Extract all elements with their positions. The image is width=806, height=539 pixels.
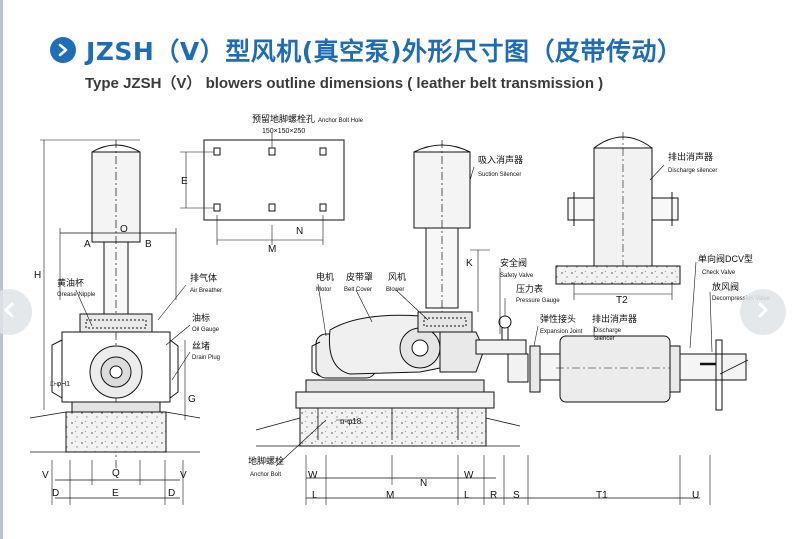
motor-en-label: Motor <box>316 287 331 293</box>
blower-cn-label: 风机 <box>388 271 406 282</box>
dim-n: N <box>420 478 427 489</box>
suction-silencer-cn-label: 吸入消声器 <box>478 154 523 165</box>
check-valve-cn-label: 单向阀DCV型 <box>698 253 753 264</box>
dimension-labels: A B O E M N K H G □-φH1 V V Q D D E W W … <box>34 176 699 501</box>
safety-valve-cn-label: 安全阀 <box>500 257 527 268</box>
anchor-bolt-en-label: Anchor Bolt <box>250 472 281 478</box>
dim-l-left: L <box>312 490 318 501</box>
discharge-piping <box>475 261 749 411</box>
anchor-hole-en-label: Anchor Bolt Hole <box>318 118 364 124</box>
dim-d-left: D <box>52 488 59 499</box>
expansion-joint-cn-label: 弹性接头 <box>540 313 576 324</box>
dim-n-plan: N <box>296 226 303 237</box>
dim-w-left: W <box>308 470 318 481</box>
dim-q: Q <box>112 468 120 479</box>
dim-t1: T1 <box>596 490 608 501</box>
dim-g: G <box>188 394 196 405</box>
decompression-cn-label: 放风阀 <box>712 281 739 292</box>
chevron-right-circle-icon <box>50 37 76 63</box>
dim-k: K <box>466 258 473 269</box>
discharge-silencer-en-label: Discharge silencer <box>668 168 717 174</box>
side-view <box>29 139 201 505</box>
discharge-silencer2-en2-label: silencer <box>594 336 615 342</box>
dim-phi-d1: □-φH1 <box>50 381 70 388</box>
chevron-right-icon <box>754 301 772 324</box>
belt-cover-en-label: Belt Cover <box>344 287 372 293</box>
grease-en-label: Grease Nipple <box>57 292 96 298</box>
discharge-silencer-view <box>555 132 681 300</box>
decompression-en-label: Decompression Valve <box>712 296 771 302</box>
belt-cover-cn-label: 皮带罩 <box>346 271 373 282</box>
oil-gauge-cn-label: 油标 <box>192 312 210 323</box>
front-view <box>255 140 711 505</box>
dim-l-right: L <box>464 490 470 501</box>
dim-b: B <box>145 239 152 250</box>
air-breather-cn-label: 排气体 <box>190 272 217 283</box>
dim-e: E <box>181 176 188 187</box>
dim-u: U <box>692 490 699 501</box>
page-header: JZSH（V）型风机(真空泵)外形尺寸图（皮带传动） <box>50 30 683 70</box>
grease-cn-label: 黄油杯 <box>57 277 84 288</box>
motor-cn-label: 电机 <box>316 271 334 282</box>
drain-plug-cn-label: 丝堵 <box>192 340 210 351</box>
dim-m-plan: M <box>268 244 276 255</box>
dim-e-bottom: E <box>112 488 119 499</box>
dim-d-right: D <box>168 488 175 499</box>
drain-plug-en-label: Drain Plug <box>192 355 220 361</box>
dim-n-phi: n-φ18 <box>340 417 362 426</box>
anchor-hole-cn-label: 预留地脚螺栓孔 <box>252 113 315 124</box>
page-subtitle: Type JZSH（V） blowers outline dimensions … <box>85 75 604 92</box>
discharge-silencer2-en1-label: Discharge <box>594 328 622 334</box>
dim-o: O <box>120 224 128 235</box>
page-title: JZSH（V）型风机(真空泵)外形尺寸图（皮带传动） <box>86 37 683 66</box>
discharge-silencer-cn-label: 排出消声器 <box>668 151 713 162</box>
dim-t2: T2 <box>616 295 628 306</box>
suction-silencer-en-label: Suction Silencer <box>478 172 521 178</box>
dim-h: H <box>34 270 41 281</box>
dim-a: A <box>84 239 91 250</box>
dim-v-left: V <box>42 470 49 481</box>
dim-r: R <box>490 490 497 501</box>
safety-valve-en-label: Safety Valve <box>500 273 534 279</box>
foundation-plan <box>180 133 345 245</box>
discharge-silencer2-cn-label: 排出消声器 <box>592 313 637 324</box>
next-image-button[interactable] <box>740 289 786 335</box>
check-valve-en-label: Check Valve <box>702 270 736 276</box>
dim-w-right: W <box>464 470 474 481</box>
blower-en-label: Blower <box>386 287 404 293</box>
dim-m: M <box>386 490 394 501</box>
air-breather-en-label: Air Breather <box>190 288 222 294</box>
pressure-gauge-cn-label: 压力表 <box>516 283 543 294</box>
chevron-left-icon <box>0 301 18 324</box>
dim-v-right: V <box>180 470 187 481</box>
dim-s: S <box>513 490 520 501</box>
pressure-gauge-en-label: Pressure Gauge <box>516 298 560 304</box>
drawing-labels: 预留地脚螺栓孔 Anchor Bolt Hole 150×150×250 黄油杯… <box>57 113 771 478</box>
expansion-joint-en-label: Expansion Joint <box>540 329 583 335</box>
anchor-bolt-cn-label: 地脚螺栓 <box>248 455 284 466</box>
oil-gauge-en-label: Oil Gauge <box>192 327 220 333</box>
hole-size-label: 150×150×250 <box>262 128 305 135</box>
left-border <box>0 0 3 539</box>
